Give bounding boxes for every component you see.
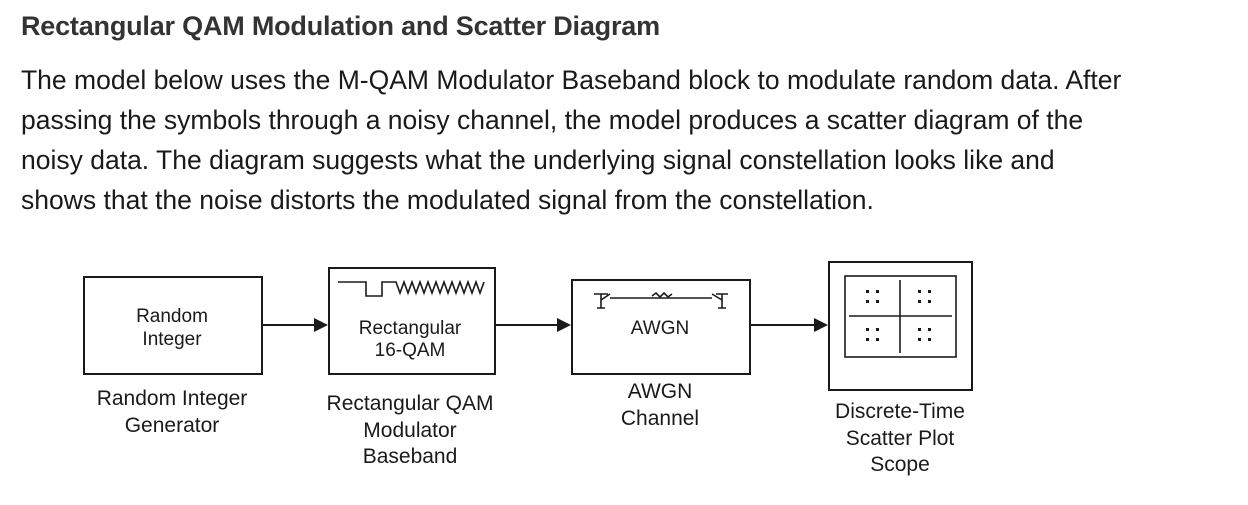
waveform-icon bbox=[338, 279, 485, 297]
block-caption: Modulator bbox=[363, 419, 456, 442]
signal-line bbox=[495, 318, 571, 332]
awgn-channel-block[interactable]: AWGN bbox=[571, 279, 751, 375]
signal-line bbox=[262, 318, 328, 332]
scatter-scope-block[interactable] bbox=[828, 261, 973, 391]
noisy-channel-icon bbox=[594, 291, 728, 309]
random-integer-block[interactable]: Random Integer bbox=[83, 276, 263, 375]
block-inner-label: AWGN bbox=[631, 318, 689, 339]
block-inner-label: Rectangular bbox=[359, 318, 462, 339]
signal-line bbox=[750, 318, 828, 332]
block-inner-label: Random bbox=[136, 306, 208, 327]
description-line: The model below uses the M-QAM Modulator… bbox=[21, 65, 1122, 95]
block-caption: Discrete-Time bbox=[835, 400, 965, 423]
block-caption: Scatter Plot bbox=[846, 427, 955, 450]
block-caption: Generator bbox=[125, 414, 220, 437]
block-caption: Scope bbox=[870, 453, 930, 476]
description-line: shows that the noise distorts the modula… bbox=[21, 185, 874, 215]
block-caption: Random Integer bbox=[97, 387, 248, 410]
constellation-icon bbox=[844, 275, 957, 358]
block-inner-label: Integer bbox=[142, 329, 202, 350]
qam-modulator-block[interactable]: Rectangular 16-QAM bbox=[328, 267, 496, 375]
block-caption: AWGN bbox=[628, 380, 693, 403]
block-caption: Baseband bbox=[363, 445, 458, 468]
block-inner-label: 16-QAM bbox=[375, 340, 446, 361]
page-title: Rectangular QAM Modulation and Scatter D… bbox=[21, 11, 660, 41]
description-paragraph: The model below uses the M-QAM Modulator… bbox=[21, 60, 1236, 220]
description-line: noisy data. The diagram suggests what th… bbox=[21, 145, 1055, 175]
description-line: passing the symbols through a noisy chan… bbox=[21, 105, 1084, 135]
block-caption: Rectangular QAM bbox=[327, 392, 494, 415]
block-caption: Channel bbox=[621, 407, 699, 430]
